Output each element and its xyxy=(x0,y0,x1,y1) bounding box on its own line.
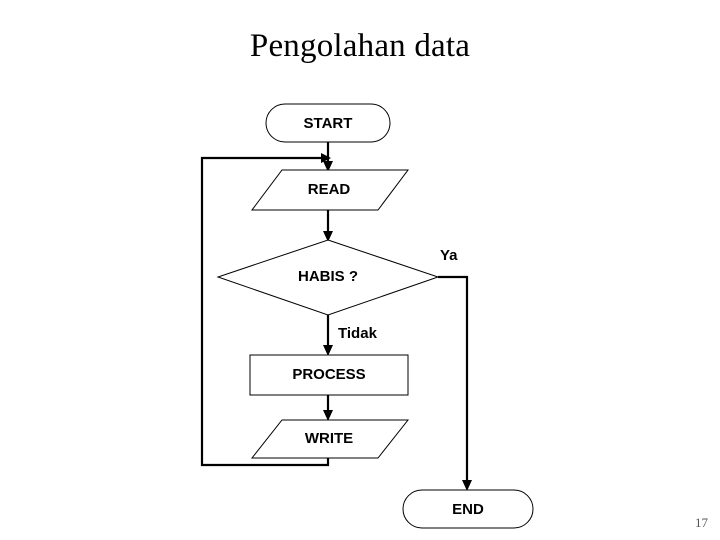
node-read[interactable]: READ xyxy=(251,169,409,211)
write-shape xyxy=(250,419,410,459)
edge-write-to-read xyxy=(200,153,331,467)
edge-process-to-write xyxy=(323,395,333,421)
arrowhead-loopback xyxy=(321,153,331,163)
page-number: 17 xyxy=(695,515,708,530)
read-shape xyxy=(251,169,409,211)
arrowhead-start-read xyxy=(323,161,333,172)
process-label: PROCESS xyxy=(292,366,365,383)
node-start[interactable]: START xyxy=(265,103,391,143)
process-shape xyxy=(249,354,409,396)
write-label: WRITE xyxy=(305,430,353,447)
node-write[interactable]: WRITE xyxy=(250,419,410,459)
edge-habis-to-end xyxy=(438,275,472,491)
node-habis[interactable]: HABIS ? xyxy=(216,239,440,316)
arrowhead-read-habis xyxy=(323,231,333,242)
branch-label-tidak: Tidak xyxy=(338,325,378,342)
end-shape xyxy=(402,489,534,529)
branch-label-ya: Ya xyxy=(440,247,458,264)
edge-start-to-read xyxy=(323,142,333,172)
start-shape xyxy=(265,103,391,143)
read-label: READ xyxy=(308,181,351,198)
start-label: START xyxy=(304,115,353,132)
arrowhead-habis-process xyxy=(323,345,333,356)
end-label: END xyxy=(452,501,484,518)
edge-read-to-habis xyxy=(323,210,333,242)
node-process[interactable]: PROCESS xyxy=(249,354,409,396)
arrowhead-ya-end xyxy=(462,480,472,491)
page-title: Pengolahan data xyxy=(249,28,471,64)
arrowhead-process-write xyxy=(323,410,333,421)
habis-label: HABIS ? xyxy=(298,268,358,285)
habis-shape xyxy=(216,239,440,316)
node-end[interactable]: END xyxy=(402,489,534,529)
edge-habis-to-process xyxy=(323,315,333,356)
